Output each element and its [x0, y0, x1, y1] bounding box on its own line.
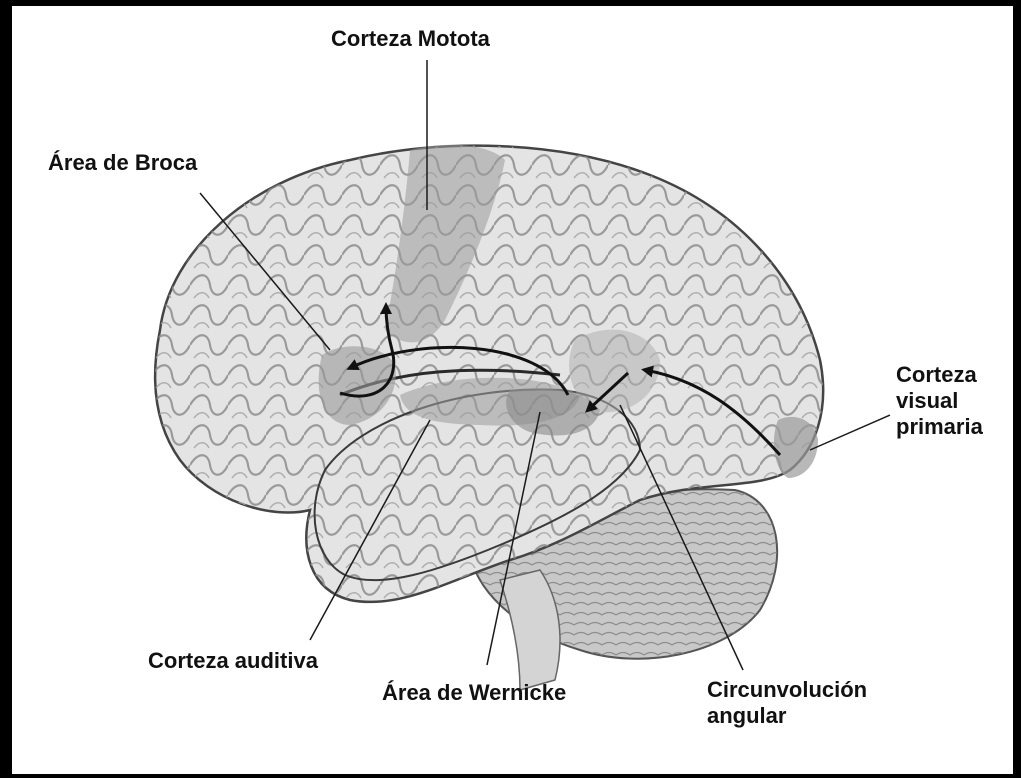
label-auditory-cortex: Corteza auditiva — [148, 648, 318, 674]
label-angular-gyrus: Circunvolución angular — [707, 677, 867, 729]
visual-cortex-area — [774, 417, 818, 478]
label-broca-area: Área de Broca — [48, 150, 197, 176]
label-visual-line-1: Corteza — [896, 362, 983, 388]
label-motor-cortex: Corteza Motota — [331, 26, 490, 52]
visual-leader-line — [810, 415, 890, 450]
label-visual-cortex: Corteza visual primaria — [896, 362, 983, 440]
label-angular-line-1: Circunvolución — [707, 677, 867, 703]
label-visual-line-3: primaria — [896, 414, 983, 440]
label-visual-line-2: visual — [896, 388, 983, 414]
label-angular-line-2: angular — [707, 703, 867, 729]
label-wernicke-area: Área de Wernicke — [382, 680, 566, 706]
